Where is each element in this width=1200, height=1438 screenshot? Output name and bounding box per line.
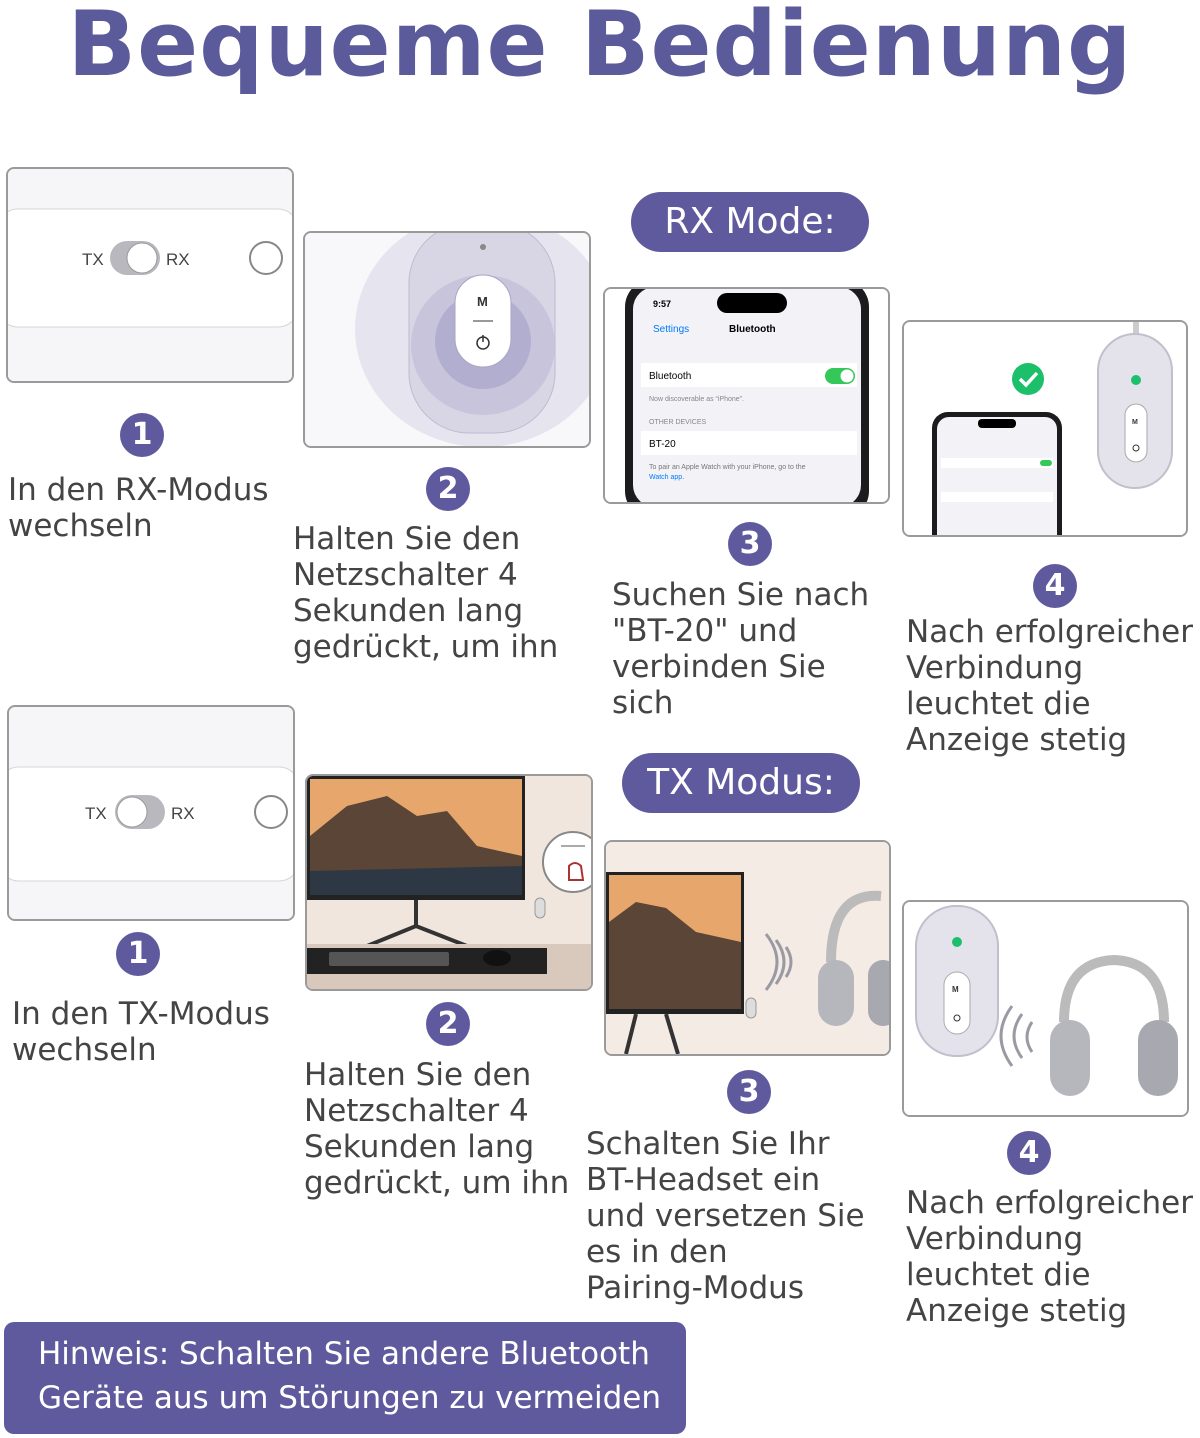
page-title: Bequeme Bedienung: [67, 0, 1133, 97]
power-button-illustration: M: [305, 233, 589, 446]
phone-time: 9:57: [653, 299, 671, 309]
rx-step-2-text: Halten Sie den Netzschalter 4 Sekunden l…: [293, 521, 559, 665]
phone-screen-title: Bluetooth: [729, 324, 776, 335]
tx-headset-card: [604, 840, 891, 1056]
signal-waves-icon: [999, 1005, 1034, 1067]
power-card-m-text: M: [477, 294, 488, 309]
rx-connected-m-text: M: [1132, 419, 1138, 426]
rx-switch-tx-text: TX: [82, 250, 104, 269]
rx-phone-card: 9:57 Settings Bluetooth Bluetooth Now di…: [603, 287, 890, 504]
tx-step-2-number: 2: [426, 1002, 470, 1046]
rx-power-card: M: [303, 231, 591, 448]
tx-switch-tx-text: TX: [85, 804, 107, 823]
rx-step-4-number: 4: [1033, 564, 1077, 608]
monitor-headphones-illustration: [606, 842, 889, 1054]
tx-connected-card: M: [902, 900, 1189, 1117]
rx-switch-rx-text: RX: [166, 250, 190, 269]
headphones-icon: [1059, 954, 1169, 1023]
check-icon: [1012, 363, 1044, 395]
phone-other-devices: OTHER DEVICES: [649, 419, 707, 426]
rx-connected-card: M: [902, 320, 1188, 537]
tx-switch-rx-text: RX: [171, 804, 195, 823]
phone-device-bt20: BT-20: [649, 439, 676, 450]
tx-desktop-card: [305, 774, 593, 991]
signal-waves-icon: [764, 933, 793, 991]
phone-bt-label: Bluetooth: [649, 371, 691, 382]
pointing-hand-icon: [568, 862, 585, 881]
rx-switch-card: TX RX: [6, 167, 294, 383]
tx-step-3-number: 3: [727, 1070, 771, 1114]
hint-banner: Hinweis: Schalten Sie andere Bluetooth G…: [4, 1322, 686, 1434]
tx-connected-illustration: M: [904, 902, 1187, 1115]
phone-back-link: Settings: [653, 324, 689, 335]
tx-step-2-text: Halten Sie den Netzschalter 4 Sekunden l…: [304, 1057, 570, 1201]
rx-step-3-text: Suchen Sie nach "BT-20" und verbinden Si…: [612, 577, 870, 721]
phone-discoverable: Now discoverable as “iPhone”.: [649, 396, 744, 403]
tx-step-1-text: In den TX-Modus wechseln: [12, 996, 270, 1068]
tx-step-4-text: Nach erfolgreicher Verbindung leuchtet d…: [906, 1185, 1193, 1329]
tx-step-3-text: Schalten Sie Ihr BT-Headset ein und vers…: [586, 1126, 865, 1306]
tx-switch-illustration: TX RX: [9, 707, 293, 919]
tx-connected-m-text: M: [952, 985, 959, 994]
phone-footer-1: To pair an Apple Watch with your iPhone,…: [649, 464, 806, 471]
tx-step-4-number: 4: [1007, 1131, 1051, 1175]
rx-mode-label: RX Mode:: [631, 192, 869, 252]
rx-step-2-number: 2: [426, 467, 470, 511]
tx-step-1-number: 1: [116, 932, 160, 976]
rx-step-1-number: 1: [120, 413, 164, 457]
rx-step-4-text: Nach erfolgreicher Verbindung leuchtet d…: [906, 614, 1193, 758]
hint-line-2: Geräte aus um Störungen zu vermeiden: [38, 1380, 662, 1416]
tx-switch-card: TX RX: [7, 705, 295, 921]
rx-connected-illustration: M: [904, 322, 1186, 535]
tx-mode-label: TX Modus:: [622, 753, 860, 813]
hint-line-1: Hinweis: Schalten Sie andere Bluetooth: [38, 1336, 650, 1372]
rx-switch-illustration: TX RX: [8, 169, 292, 381]
iphone-bluetooth-illustration: 9:57 Settings Bluetooth Bluetooth Now di…: [605, 289, 888, 502]
phone-footer-2: Watch app.: [649, 474, 684, 481]
headphones-icon: [826, 890, 882, 963]
rx-step-1-text: In den RX-Modus wechseln: [8, 472, 269, 544]
desktop-monitor-illustration: [307, 776, 591, 989]
rx-step-3-number: 3: [728, 522, 772, 566]
